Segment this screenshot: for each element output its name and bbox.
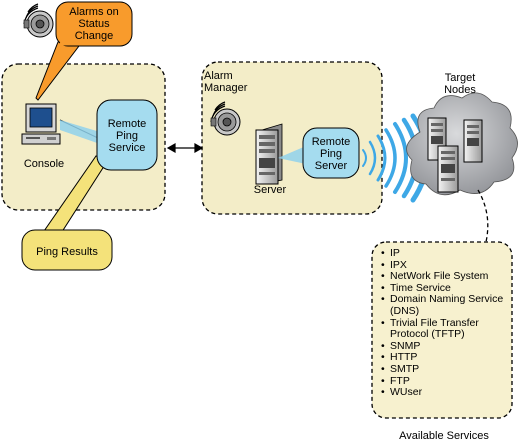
services-connector xyxy=(477,189,489,243)
alarm-manager-label: Alarm Manager xyxy=(204,70,248,94)
console-computer-icon xyxy=(21,103,100,145)
service-item: Time Service xyxy=(381,282,509,295)
service-item: SNMP xyxy=(381,340,509,353)
service-item: HTTP xyxy=(381,352,509,364)
alarm-bell-icon xyxy=(23,3,54,38)
service-item: FTP xyxy=(381,375,509,388)
available-services-caption: Available Services xyxy=(399,430,489,442)
console-label: Console xyxy=(23,158,65,170)
service-item: Domain Naming Service (DNS) xyxy=(381,294,509,317)
remote-ping-service-bubble xyxy=(96,99,158,171)
ping-results-label: Ping Results xyxy=(36,246,98,258)
target-nodes-cloud xyxy=(406,92,518,196)
server-label: Server xyxy=(253,184,287,196)
service-item: SMTP xyxy=(381,363,509,376)
ping-results-callout xyxy=(21,155,113,271)
service-item: Trivial File Transfer Protocol (TFTP) xyxy=(381,317,509,341)
services-list: IPIPXNetWork File SystemTime ServiceDoma… xyxy=(381,247,509,399)
target-node-tower-2 xyxy=(463,119,483,163)
server-beam xyxy=(278,146,306,164)
remote-ping-server-bubble xyxy=(302,127,360,179)
target-node-tower-3 xyxy=(437,145,459,193)
alarm-manager-bell-icon xyxy=(210,101,241,136)
remote-ping-service-label: Remote Ping Service xyxy=(107,118,147,154)
alarms-status-label: Alarms on Status Change xyxy=(69,6,119,42)
service-item: IP xyxy=(381,247,509,260)
remote-ping-server-label: Remote Ping Server xyxy=(311,136,351,172)
bidirectional-arrow xyxy=(166,142,204,154)
server-tower-icon xyxy=(255,123,283,185)
service-item: IPX xyxy=(381,259,509,272)
target-nodes-label: Target Nodes xyxy=(444,72,476,96)
alarms-status-callout xyxy=(35,1,133,101)
service-item: WUser xyxy=(381,387,509,399)
service-item: NetWork File System xyxy=(381,271,509,283)
